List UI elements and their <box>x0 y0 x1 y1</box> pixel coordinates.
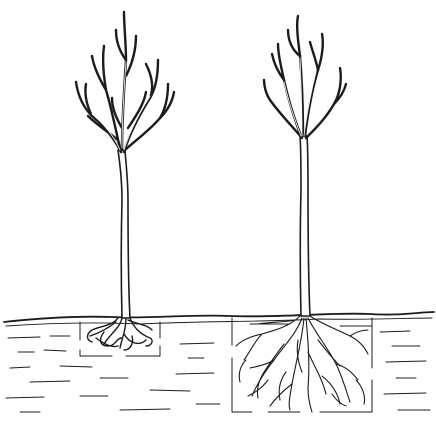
ground-surface-line <box>4 312 434 322</box>
right-tree-trunk <box>300 136 310 316</box>
left-tree-trunk <box>118 150 130 318</box>
soil-hatching <box>6 324 430 412</box>
left-tree <box>76 12 174 350</box>
right-tree-crown <box>264 16 346 138</box>
ground-surface-shade <box>6 318 432 326</box>
right-tree-roots <box>236 316 368 412</box>
right-tree <box>236 16 368 412</box>
